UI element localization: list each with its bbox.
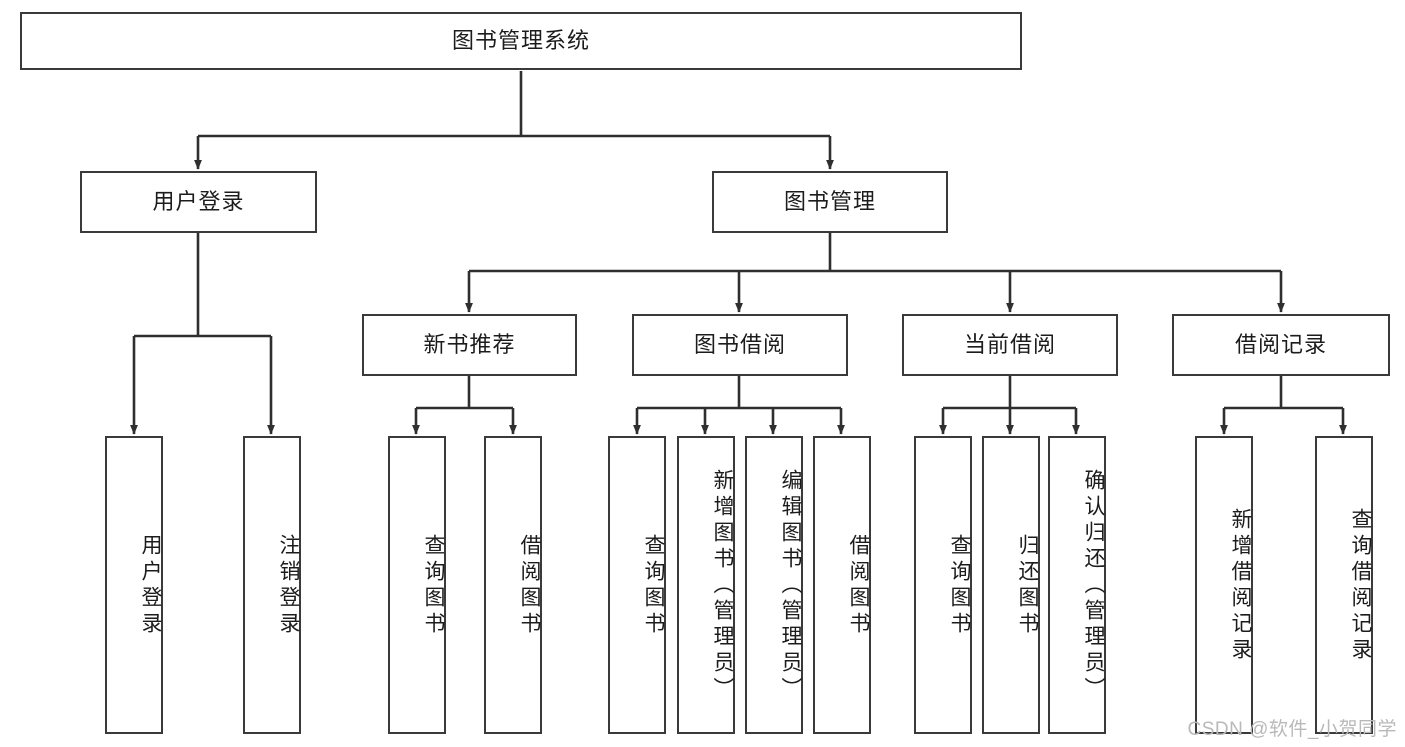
node-current-borrow[interactable]: 当前借阅 — [902, 314, 1118, 376]
leaf-query-book-borrow[interactable]: 查询图书 — [608, 436, 666, 734]
node-label: 归还图书 — [1016, 534, 1039, 638]
leaf-query-book-new-book[interactable]: 查询图书 — [388, 436, 446, 734]
node-label: 编辑图书（管理员） — [779, 469, 802, 703]
node-label: 用户登录 — [139, 534, 162, 638]
node-label: 查询图书 — [422, 534, 445, 638]
leaf-borrow-book[interactable]: 借阅图书 — [813, 436, 871, 734]
node-label: 当前借阅 — [963, 331, 1056, 357]
leaf-user-login[interactable]: 用户登录 — [105, 436, 163, 734]
node-label: 图书管理 — [783, 188, 876, 214]
leaf-confirm-return-admin[interactable]: 确认归还（管理员） — [1048, 436, 1106, 734]
leaf-return-book[interactable]: 归还图书 — [982, 436, 1040, 734]
node-label: 图书借阅 — [693, 331, 786, 357]
node-user-login[interactable]: 用户登录 — [80, 171, 317, 233]
node-label: 注销登录 — [277, 534, 300, 638]
leaf-add-book-admin[interactable]: 新增图书（管理员） — [677, 436, 735, 734]
node-label: 查询借阅记录 — [1349, 508, 1372, 664]
node-book-borrow[interactable]: 图书借阅 — [632, 314, 848, 376]
node-label: 借阅图书 — [518, 534, 541, 638]
node-label: 新增借阅记录 — [1229, 508, 1252, 664]
node-label: 借阅图书 — [847, 534, 870, 638]
node-label: 确认归还（管理员） — [1082, 469, 1105, 703]
node-label: 新书推荐 — [423, 331, 516, 357]
leaf-query-borrow-record[interactable]: 查询借阅记录 — [1315, 436, 1373, 734]
node-new-book-recommendation[interactable]: 新书推荐 — [362, 314, 577, 376]
node-book-management[interactable]: 图书管理 — [712, 171, 948, 233]
leaf-edit-book-admin[interactable]: 编辑图书（管理员） — [745, 436, 803, 734]
node-label: 用户登录 — [152, 188, 245, 214]
csdn-watermark: CSDN @软件_小贺同学 — [1187, 719, 1397, 740]
leaf-query-book-current[interactable]: 查询图书 — [914, 436, 972, 734]
node-label: 新增图书（管理员） — [711, 469, 734, 703]
node-borrow-record[interactable]: 借阅记录 — [1172, 314, 1390, 376]
leaf-logout-login[interactable]: 注销登录 — [243, 436, 301, 734]
leaf-add-borrow-record[interactable]: 新增借阅记录 — [1195, 436, 1253, 734]
node-label: 查询图书 — [948, 534, 971, 638]
leaf-borrow-book-new-book[interactable]: 借阅图书 — [484, 436, 542, 734]
node-root-book-management-system[interactable]: 图书管理系统 — [20, 12, 1022, 70]
node-label: 借阅记录 — [1234, 331, 1327, 357]
node-label: 图书管理系统 — [451, 27, 590, 53]
node-label: 查询图书 — [642, 534, 665, 638]
